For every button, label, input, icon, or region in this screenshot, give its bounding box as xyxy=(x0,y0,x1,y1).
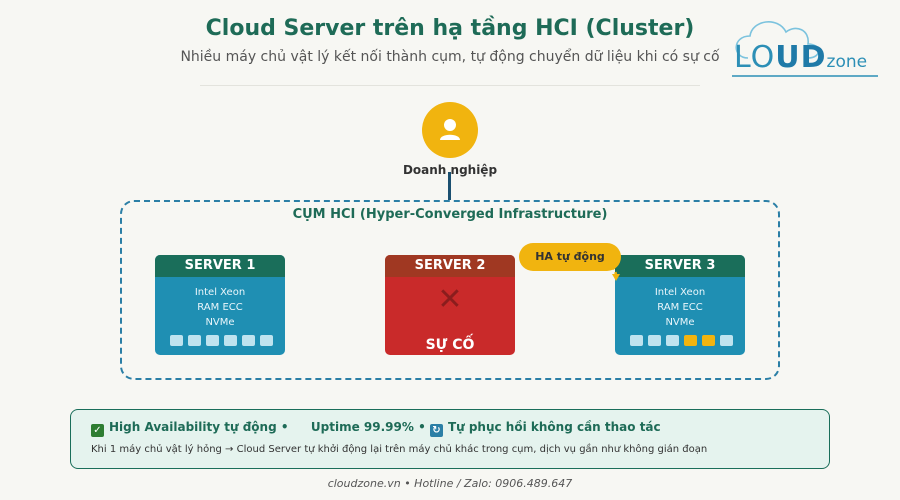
user-connector-line xyxy=(448,172,451,200)
server-1-card[interactable]: SERVER 1 Intel Xeon RAM ECC NVMe xyxy=(155,255,285,355)
server-1-status-leds xyxy=(170,335,278,346)
status-led xyxy=(170,335,183,346)
feature-self-healing: Tự phục hồi không cần thao tác xyxy=(447,420,661,434)
separator: • xyxy=(280,420,289,434)
status-led xyxy=(206,335,219,346)
user-icon xyxy=(440,119,460,140)
refresh-icon: ↻ xyxy=(429,424,443,437)
feature-info-box: ✓ High Availability tự động • Uptime 99.9… xyxy=(70,409,830,469)
server-3-spec-disk: NVMe xyxy=(665,317,695,328)
separator: • xyxy=(418,420,426,434)
status-led xyxy=(242,335,255,346)
server-1-spec-disk: NVMe xyxy=(205,317,235,328)
cloud-icon xyxy=(732,21,878,77)
feature-description: Khi 1 máy chủ vật lý hỏng → Cloud Server… xyxy=(91,444,708,455)
logo-wordmark: LOUDzone xyxy=(734,40,867,75)
user-label: Doanh nghiệp xyxy=(402,163,498,177)
status-led xyxy=(188,335,201,346)
logo-text-main: LO xyxy=(734,40,776,75)
server-3-card[interactable]: SERVER 3 Intel Xeon RAM ECC NVMe xyxy=(615,255,745,355)
check-icon: ✓ xyxy=(91,424,104,437)
feature-uptime: Uptime 99.99% xyxy=(310,420,414,434)
server-3-name: SERVER 3 xyxy=(615,255,745,277)
status-led-active xyxy=(702,335,715,346)
ha-auto-badge: HA tự động xyxy=(519,243,621,271)
status-led xyxy=(630,335,643,346)
feature-summary: ✓ High Availability tự động • Uptime 99.9… xyxy=(91,420,661,437)
footer-contact[interactable]: cloudzone.vn • Hotline / Zalo: 0906.489.… xyxy=(327,477,573,490)
logo-text-ud: UD xyxy=(775,40,827,75)
status-led xyxy=(666,335,679,346)
header-divider xyxy=(200,85,700,86)
hci-cluster xyxy=(120,200,780,380)
server-3-spec-ram: RAM ECC xyxy=(657,302,703,313)
server-1-name: SERVER 1 xyxy=(155,255,285,277)
status-led xyxy=(720,335,733,346)
cloudzone-logo[interactable]: LOUDzone xyxy=(726,12,886,80)
close-icon: ✕ xyxy=(437,282,463,317)
cluster-title: CỤM HCI (Hyper-Converged Infrastructure) xyxy=(292,207,608,222)
server-1-spec-cpu: Intel Xeon xyxy=(194,287,246,298)
server-1-specs: Intel Xeon RAM ECC NVMe xyxy=(155,277,285,330)
server-1-spec-ram: RAM ECC xyxy=(197,302,243,313)
server-2-name: SERVER 2 xyxy=(385,255,515,277)
status-led xyxy=(260,335,273,346)
page-title: Cloud Server trên hạ tầng HCI (Cluster) xyxy=(205,16,695,41)
feature-high-availability: High Availability tự động xyxy=(109,420,277,434)
user-avatar xyxy=(422,102,478,158)
server-3-specs: Intel Xeon RAM ECC NVMe xyxy=(615,277,745,330)
status-led-active xyxy=(684,335,697,346)
server-3-status-leds xyxy=(630,335,738,346)
server-3-spec-cpu: Intel Xeon xyxy=(654,287,706,298)
logo-text-zone: zone xyxy=(826,52,868,72)
server-2-fail-label: SỰ CỐ xyxy=(425,337,475,353)
status-led xyxy=(648,335,661,346)
page-subtitle: Nhiều máy chủ vật lý kết nối thành cụm, … xyxy=(180,49,720,65)
status-led xyxy=(224,335,237,346)
server-2-card[interactable]: SERVER 2 ✕ SỰ CỐ xyxy=(385,255,515,355)
